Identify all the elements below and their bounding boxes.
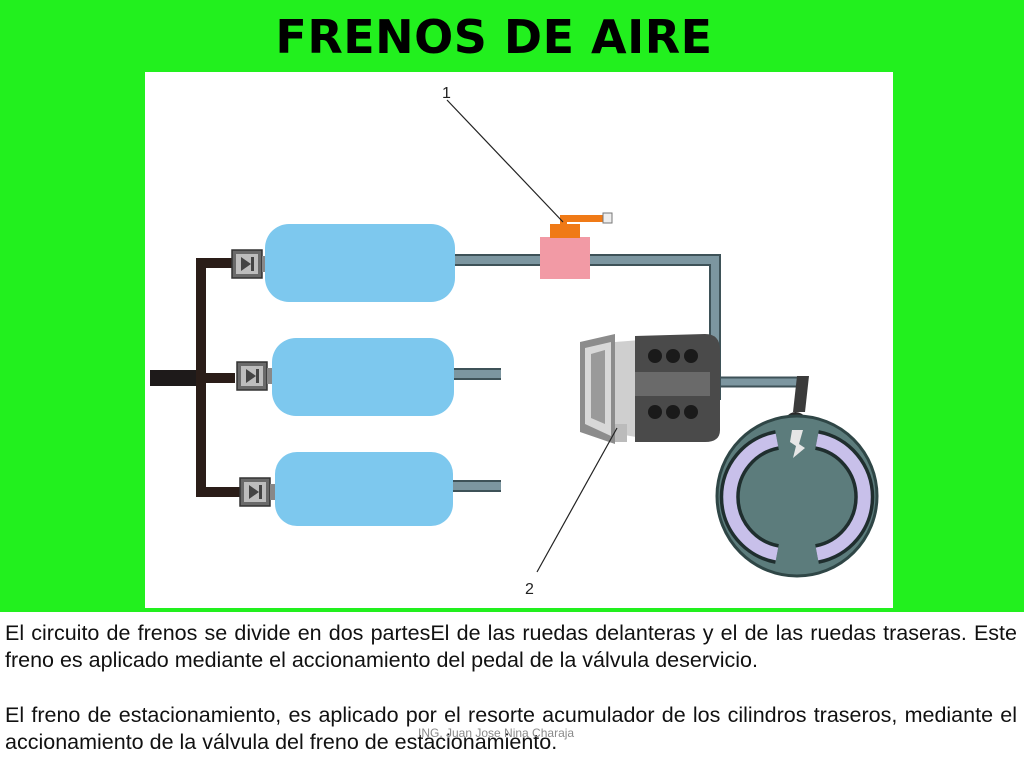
spring-brake-chamber xyxy=(580,334,720,444)
description-text: El circuito de frenos se divide en dos p… xyxy=(0,612,1024,768)
air-tank-top xyxy=(265,224,455,302)
callout-2: 2 xyxy=(525,427,618,598)
check-valve-middle xyxy=(236,361,272,391)
slide-title: FRENOS DE AIRE xyxy=(275,10,713,64)
callout-1: 1 xyxy=(442,85,564,223)
check-valve-top xyxy=(231,249,267,279)
paragraph-parking-brake: El freno de estacionamiento, es aplicado… xyxy=(5,703,1017,754)
air-brake-diagram: 1 2 xyxy=(145,72,893,608)
parking-brake-valve xyxy=(540,212,613,279)
slide-footer: ING. Juan Jose Nina Charaja xyxy=(418,726,575,740)
callout-1-label: 1 xyxy=(442,85,451,102)
brake-drum xyxy=(715,414,879,578)
air-tank-middle xyxy=(272,338,454,416)
air-tank-bottom xyxy=(275,452,453,526)
check-valve-bottom xyxy=(239,477,275,507)
hose-manifold xyxy=(150,258,241,497)
callout-2-label: 2 xyxy=(525,581,534,598)
air-brake-diagram-svg: 1 2 xyxy=(150,85,879,598)
paragraph-service-brake: El circuito de frenos se divide en dos p… xyxy=(5,621,1017,672)
